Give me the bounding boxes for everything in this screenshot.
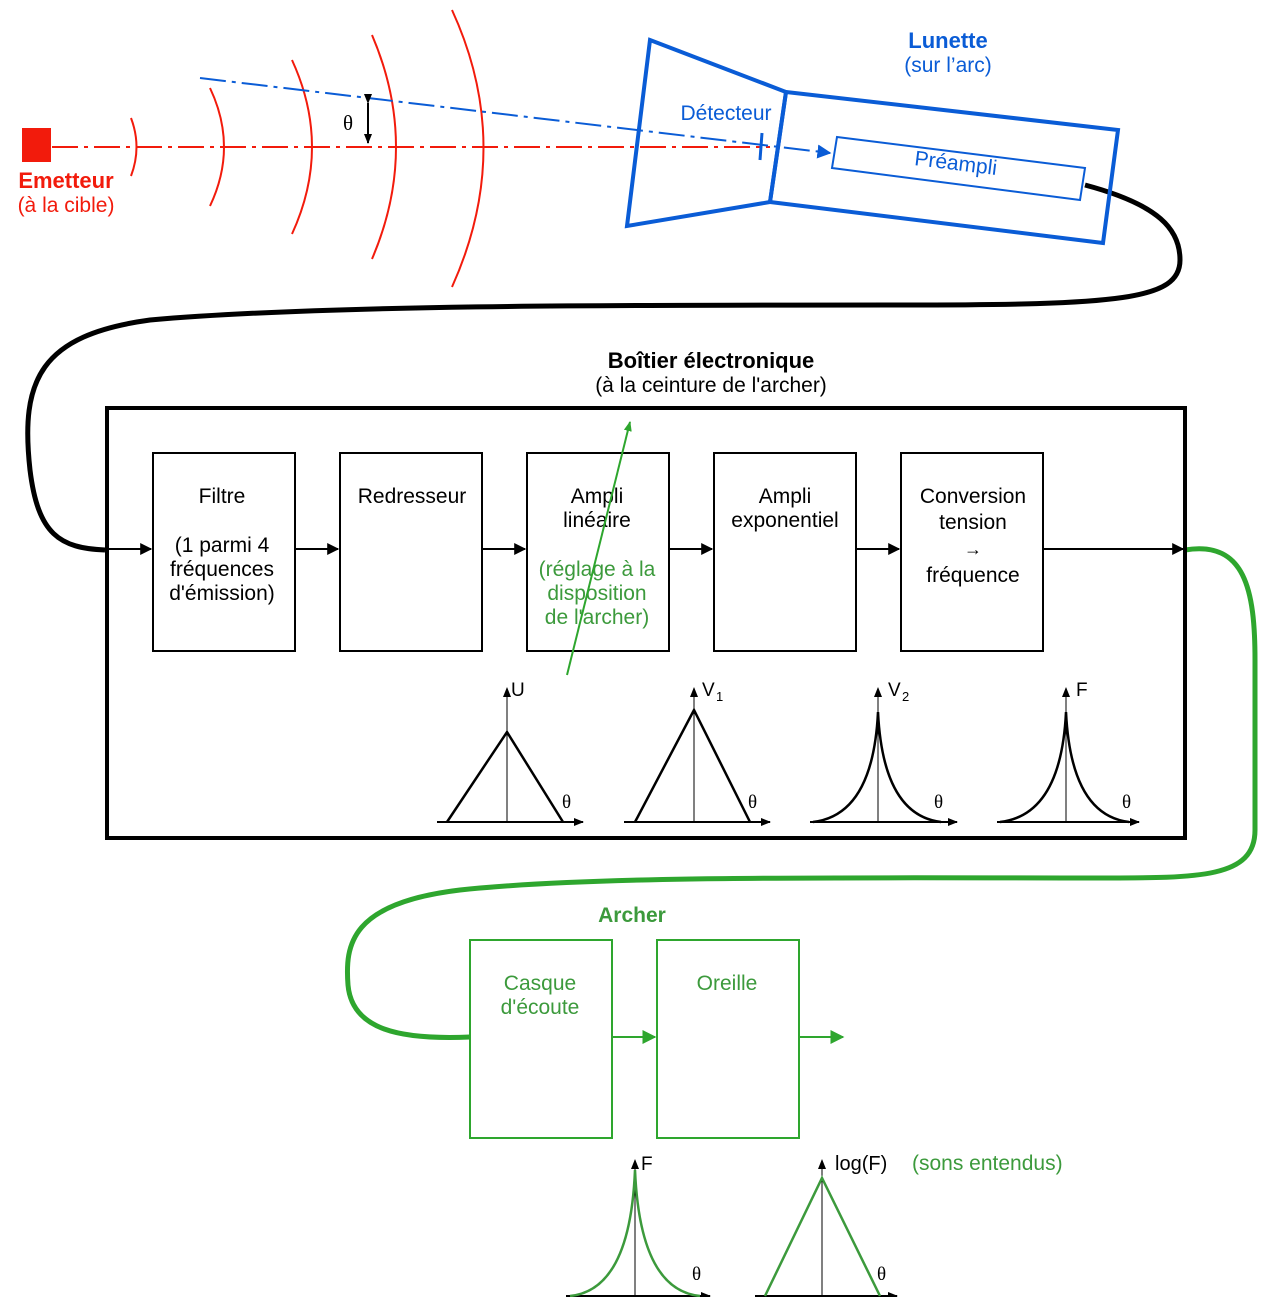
graph-archer-f: F θ <box>566 1154 711 1297</box>
line-of-sight <box>199 77 832 159</box>
wave-fronts <box>130 9 485 288</box>
exp-amp-label-1: Ampli <box>759 485 812 508</box>
detector-icon <box>758 132 764 161</box>
ear-label: Oreille <box>697 972 758 995</box>
filter-label-3: (1 parmi 4 <box>175 534 270 557</box>
block-filter <box>152 452 296 652</box>
linear-amp-note-3: de l'archer) <box>545 606 649 629</box>
graph-archer-f-theta: θ <box>692 1264 701 1285</box>
rectifier-label: Redresseur <box>358 485 467 508</box>
graph-v1-theta: θ <box>748 792 757 813</box>
graph-v2-sub: 2 <box>902 689 909 704</box>
graph-v2: V 2 θ <box>810 680 958 826</box>
block-ear <box>656 939 800 1139</box>
graph-f-label: F <box>1076 680 1088 701</box>
graph-archer-f-label: F <box>641 1154 653 1175</box>
graph-v2-label: V <box>888 680 901 701</box>
sounds-heard-note: (sons entendus) <box>912 1152 1063 1175</box>
preamp-box <box>830 135 1087 202</box>
block-exp-amp <box>713 452 857 652</box>
converter-label-2: tension <box>939 511 1007 534</box>
graph-archer-logf-theta: θ <box>877 1264 886 1285</box>
box-title: Boîtier électronique <box>608 348 815 373</box>
block-rectifier <box>339 452 483 652</box>
scope-subtitle: (sur l’arc) <box>904 54 992 77</box>
black-cable <box>25 182 1183 553</box>
scope-title: Lunette <box>908 28 987 53</box>
linear-amp-note-1: (réglage à la <box>539 558 656 581</box>
headphones-label-1: Casque <box>504 972 576 995</box>
graph-u: U θ <box>437 680 584 826</box>
filter-label-5: d'émission) <box>169 582 275 605</box>
angle-label: θ <box>343 111 353 135</box>
headphones-label-2: d'écoute <box>501 996 580 1019</box>
linear-amp-label-1: Ampli <box>571 485 624 508</box>
graph-v1: V 1 θ <box>624 680 771 826</box>
filter-label-4: fréquences <box>170 558 274 581</box>
graph-v2-theta: θ <box>934 792 943 813</box>
converter-label-1: Conversion <box>920 485 1026 508</box>
graph-archer-logf-label: log(F) <box>835 1153 887 1175</box>
graph-f: F θ <box>997 680 1140 826</box>
graph-archer-logf: log(F) θ <box>755 1153 898 1297</box>
linear-amp-note-2: disposition <box>547 582 646 605</box>
electronic-box <box>105 406 1187 840</box>
linear-amp-label-2: linéaire <box>563 509 631 532</box>
box-subtitle: (à la ceinture de l'archer) <box>595 374 827 397</box>
block-linear-amp <box>526 452 670 652</box>
block-headphones <box>469 939 613 1139</box>
exp-amp-label-2: exponentiel <box>731 509 838 532</box>
preamp-label: Préampli <box>913 147 998 180</box>
adjustment-arrow <box>566 421 632 676</box>
green-cable-to-archer <box>344 546 1258 1040</box>
graph-v1-sub: 1 <box>716 689 723 704</box>
converter-label-4: fréquence <box>926 564 1019 587</box>
block-converter <box>900 452 1044 652</box>
detector-label: Détecteur <box>680 102 771 125</box>
graph-f-theta: θ <box>1122 792 1131 813</box>
scope <box>624 37 1121 246</box>
emitter-icon <box>22 128 51 162</box>
emitter-subtitle: (à la cible) <box>18 194 115 217</box>
box-blocks <box>152 452 1044 652</box>
graph-v1-label: V <box>702 680 715 701</box>
archer-title: Archer <box>598 904 666 927</box>
emitter-title: Emetteur <box>18 168 114 193</box>
converter-label-3: → <box>964 539 982 559</box>
filter-label-1: Filtre <box>199 485 246 508</box>
graph-u-label: U <box>511 680 525 701</box>
graph-u-theta: θ <box>562 792 571 813</box>
